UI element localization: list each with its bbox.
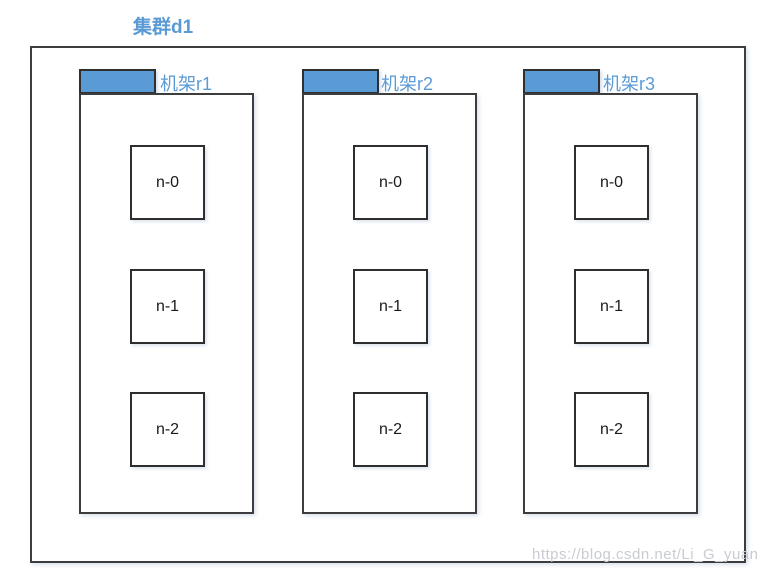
- rack-tab: [302, 69, 379, 94]
- node-box: n-2: [353, 392, 428, 467]
- node-box: n-0: [574, 145, 649, 220]
- rack-label: 机架r1: [160, 74, 213, 94]
- watermark: https://blog.csdn.net/Li_G_yuan: [532, 546, 759, 563]
- node-box: n-2: [574, 392, 649, 467]
- rack-label: 机架r2: [381, 74, 434, 94]
- node-box: n-1: [353, 269, 428, 344]
- rack-label: 机架r3: [603, 74, 656, 94]
- rack-box: n-0 n-1 n-2: [79, 93, 254, 514]
- node-box: n-1: [574, 269, 649, 344]
- rack-box: n-0 n-1 n-2: [302, 93, 477, 514]
- node-box: n-1: [130, 269, 205, 344]
- rack-tab: [79, 69, 156, 94]
- rack-box: n-0 n-1 n-2: [523, 93, 698, 514]
- cluster-title: 集群d1: [133, 17, 194, 38]
- node-box: n-0: [130, 145, 205, 220]
- rack-tab: [523, 69, 600, 94]
- node-box: n-0: [353, 145, 428, 220]
- node-box: n-2: [130, 392, 205, 467]
